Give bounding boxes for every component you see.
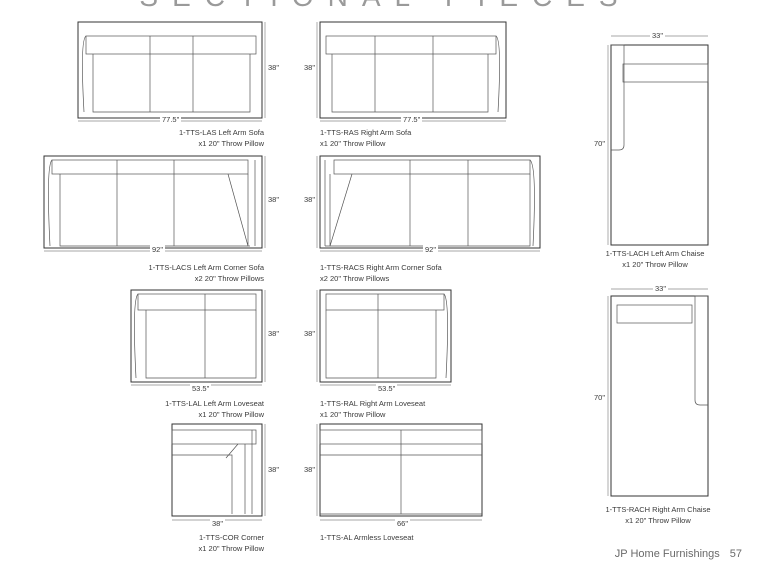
racs-depth-dim: 38"	[304, 195, 316, 204]
lach-caption: 1-TTS-LACH Left Arm Chaise x1 20" Throw …	[590, 248, 720, 270]
footer-brand: JP Home Furnishings	[614, 548, 720, 560]
ras-width-dim: 77.5"	[401, 114, 423, 125]
ral-caption: 1-TTS-RAL Right Arm Loveseat x1 20" Thro…	[320, 398, 425, 420]
ras-caption: 1-TTS-RAS Right Arm Sofa x1 20" Throw Pi…	[320, 127, 411, 149]
lal-caption: 1-TTS-LAL Left Arm Loveseat x1 20" Throw…	[120, 398, 264, 420]
lal-pillows: x1 20" Throw Pillow	[198, 410, 264, 419]
lach-pillows: x1 20" Throw Pillow	[622, 260, 688, 269]
al-code: 1-TTS-AL Armless Loveseat	[320, 533, 414, 542]
ral-code: 1-TTS-RAL Right Arm Loveseat	[320, 399, 426, 408]
cor-width-dim: 38"	[210, 518, 226, 529]
ras-depth-dim: 38"	[304, 63, 316, 72]
racs-pillows: x2 20" Throw Pillows	[320, 274, 390, 283]
lach-width-dim: 33"	[650, 30, 666, 41]
lach-code: 1-TTS-LACH Left Arm Chaise	[605, 249, 705, 258]
racs-caption: 1-TTS-RACS Right Arm Corner Sofa x2 20" …	[320, 262, 442, 284]
rach-code: 1-TTS-RACH Right Arm Chaise	[605, 505, 711, 514]
lacs-width-dim: 92"	[150, 244, 166, 255]
ras-code: 1-TTS-RAS Right Arm Sofa	[320, 128, 412, 137]
rach-width-dim: 33"	[653, 283, 669, 294]
lacs-code: 1-TTS-LACS Left Arm Corner Sofa	[148, 263, 264, 272]
ral-pillows: x1 20" Throw Pillow	[320, 410, 386, 419]
cor-caption: 1-TTS-COR Corner x1 20" Throw Pillow	[150, 532, 264, 554]
page-footer: JP Home Furnishings 57	[615, 548, 742, 560]
las-width-dim: 77.5"	[160, 114, 182, 125]
ras-pillows: x1 20" Throw Pillow	[320, 139, 386, 148]
page-number: 57	[729, 548, 742, 560]
las-code: 1-TTS-LAS Left Arm Sofa	[178, 128, 264, 137]
al-width-dim: 66"	[395, 518, 411, 529]
las-pillows: x1 20" Throw Pillow	[198, 139, 264, 148]
lach-depth-dim: 70"	[594, 139, 606, 148]
cor-depth-dim: 38"	[268, 465, 280, 474]
lacs-caption: 1-TTS-LACS Left Arm Corner Sofa x2 20" T…	[100, 262, 264, 284]
cor-code: 1-TTS-COR Corner	[198, 533, 264, 542]
page-title: SECTIONAL PIECES	[0, 0, 771, 13]
ral-width-dim: 53.5"	[376, 383, 398, 394]
racs-width-dim: 92"	[423, 244, 439, 255]
ral-depth-dim: 38"	[304, 329, 316, 338]
lal-width-dim: 53.5"	[190, 383, 212, 394]
cor-pillows: x1 20" Throw Pillow	[198, 544, 264, 553]
lal-code: 1-TTS-LAL Left Arm Loveseat	[165, 399, 264, 408]
lacs-pillows: x2 20" Throw Pillows	[194, 274, 264, 283]
las-depth-dim: 38"	[268, 63, 280, 72]
las-caption: 1-TTS-LAS Left Arm Sofa x1 20" Throw Pil…	[150, 127, 264, 149]
rach-caption: 1-TTS-RACH Right Arm Chaise x1 20" Throw…	[590, 504, 726, 526]
lal-depth-dim: 38"	[268, 329, 280, 338]
racs-code: 1-TTS-RACS Right Arm Corner Sofa	[320, 263, 442, 272]
rach-depth-dim: 70"	[594, 393, 606, 402]
al-caption: 1-TTS-AL Armless Loveseat	[320, 532, 414, 543]
al-depth-dim: 38"	[304, 465, 316, 474]
rach-pillows: x1 20" Throw Pillow	[625, 516, 691, 525]
lacs-depth-dim: 38"	[268, 195, 280, 204]
